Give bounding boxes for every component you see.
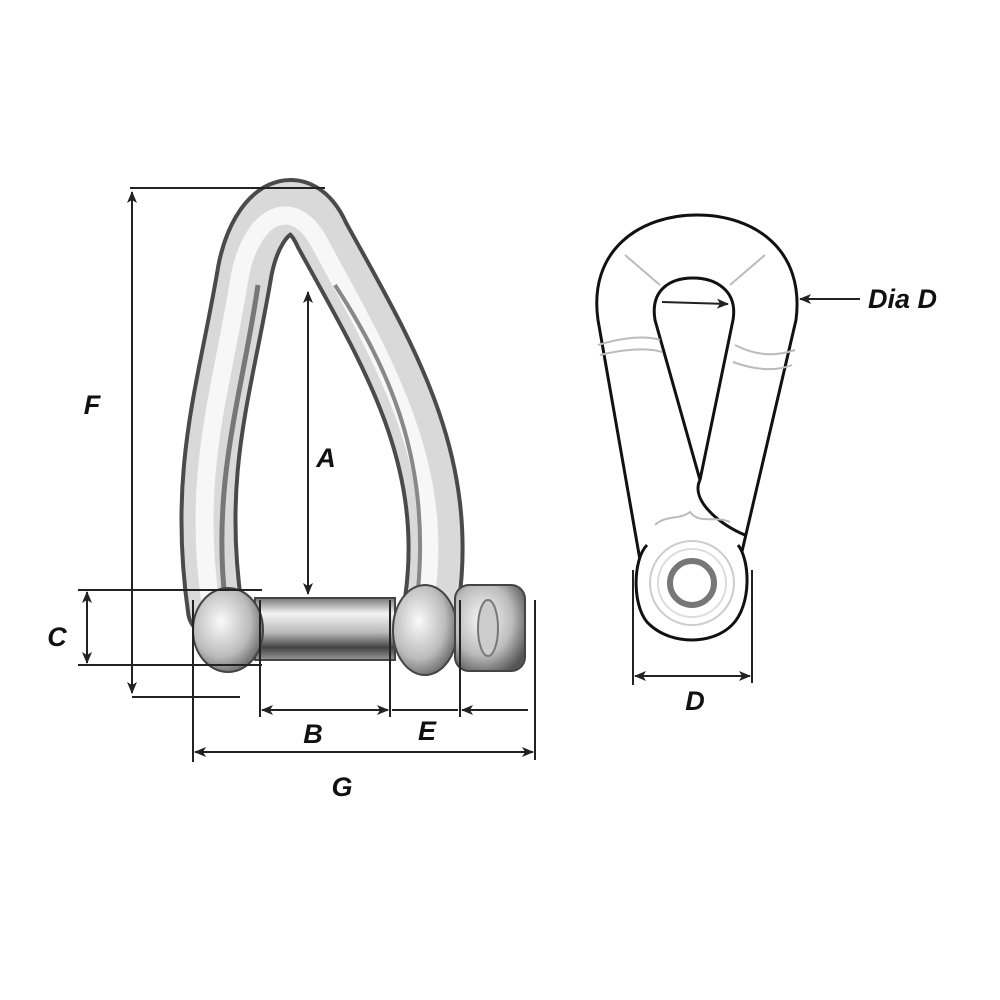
shackle-pin	[254, 597, 396, 661]
dimension-lines	[78, 187, 536, 762]
label-a: A	[315, 443, 336, 473]
label-c: C	[47, 622, 67, 652]
label-dia-d: Dia D	[868, 284, 937, 314]
shackle-side-view	[179, 178, 526, 676]
label-f: F	[84, 390, 102, 420]
shackle-front-view	[595, 213, 860, 685]
label-e: E	[418, 716, 437, 746]
label-b: B	[303, 719, 323, 749]
label-d: D	[685, 686, 705, 716]
label-g: G	[331, 772, 352, 802]
pin-right-knob	[392, 584, 458, 676]
eye-hole	[667, 558, 717, 608]
pin-left-end	[192, 587, 264, 673]
